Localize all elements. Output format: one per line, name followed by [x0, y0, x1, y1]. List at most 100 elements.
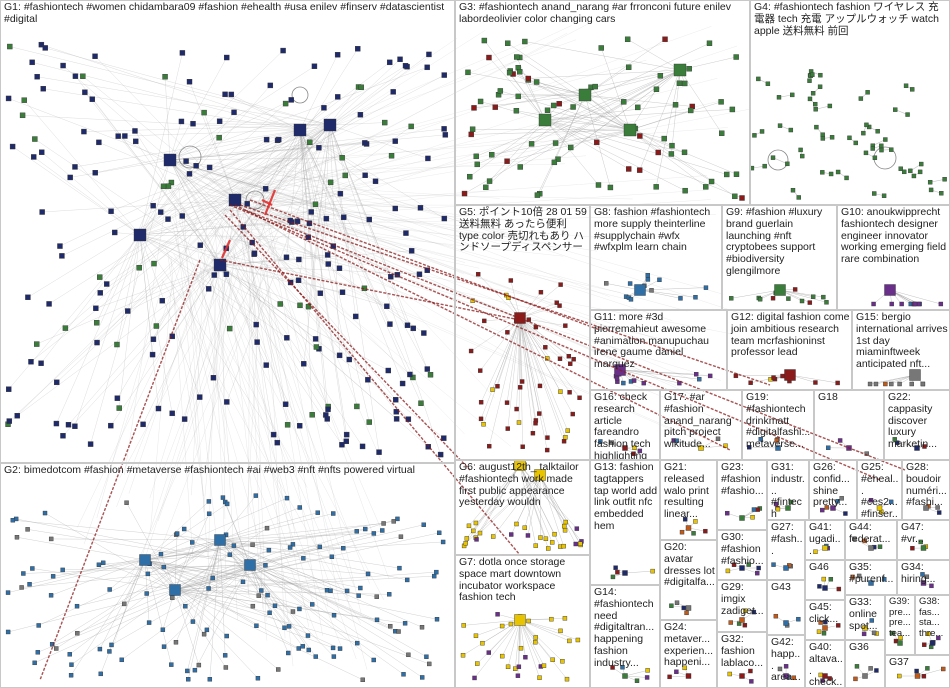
node-g1[interactable] [343, 438, 350, 445]
node-g1[interactable] [108, 208, 114, 214]
node-g6[interactable] [573, 541, 578, 547]
node-g8[interactable] [645, 277, 651, 282]
node-g1[interactable] [311, 63, 318, 69]
node-g4[interactable] [800, 153, 805, 159]
node-g7[interactable] [500, 653, 505, 659]
node-g1[interactable] [441, 215, 448, 222]
node-g5[interactable] [554, 300, 559, 305]
hub-node-g36[interactable] [862, 673, 868, 679]
node-g3[interactable] [552, 140, 559, 146]
node-g4[interactable] [863, 150, 869, 156]
node-g1[interactable] [382, 119, 388, 126]
node-g2[interactable] [401, 672, 406, 677]
node-g3[interactable] [733, 54, 739, 60]
node-g41[interactable] [813, 549, 818, 554]
node-g1[interactable] [92, 170, 98, 176]
node-g4[interactable] [759, 129, 765, 134]
node-g4[interactable] [905, 112, 910, 117]
node-g31[interactable] [773, 501, 779, 507]
hub-node-g15[interactable] [909, 369, 921, 381]
node-g5[interactable] [538, 289, 544, 295]
node-g1[interactable] [441, 72, 447, 78]
node-g31[interactable] [788, 499, 794, 505]
node-g3[interactable] [504, 158, 510, 164]
node-g2[interactable] [19, 585, 24, 590]
node-g2[interactable] [169, 662, 174, 667]
node-g11[interactable] [621, 380, 626, 386]
node-g4[interactable] [796, 195, 801, 200]
node-g2[interactable] [267, 610, 272, 616]
node-g42[interactable] [777, 666, 783, 672]
node-g3[interactable] [739, 195, 745, 201]
node-g3[interactable] [528, 141, 535, 147]
node-g2[interactable] [160, 627, 166, 632]
node-g2[interactable] [183, 603, 188, 609]
node-g4[interactable] [807, 96, 813, 102]
hub-node-g12[interactable] [784, 369, 796, 381]
node-g4[interactable] [883, 137, 888, 142]
node-g3[interactable] [733, 171, 740, 177]
node-g47[interactable] [910, 545, 915, 551]
node-g5[interactable] [508, 278, 514, 283]
node-g1[interactable] [441, 435, 447, 441]
node-g14[interactable] [610, 665, 615, 670]
node-g1[interactable] [421, 330, 427, 336]
node-g1[interactable] [312, 201, 319, 207]
node-g3[interactable] [635, 104, 641, 111]
node-g15[interactable] [920, 381, 926, 387]
node-g4[interactable] [770, 155, 776, 160]
node-g7[interactable] [499, 623, 505, 629]
node-g5[interactable] [544, 447, 550, 453]
hub-node-g3[interactable] [538, 113, 552, 127]
node-g2[interactable] [259, 588, 264, 593]
node-g5[interactable] [505, 426, 510, 431]
node-g39[interactable] [898, 635, 903, 641]
node-g2[interactable] [397, 565, 402, 571]
node-g1[interactable] [365, 377, 371, 383]
hub-node-g7[interactable] [514, 614, 526, 626]
node-g3[interactable] [636, 167, 643, 173]
node-g3[interactable] [607, 184, 614, 191]
node-g1[interactable] [140, 421, 146, 428]
node-g7[interactable] [526, 618, 531, 624]
node-g11[interactable] [707, 373, 713, 379]
node-g1[interactable] [336, 352, 343, 359]
node-g5[interactable] [504, 400, 510, 405]
node-g1[interactable] [418, 400, 424, 406]
node-g5[interactable] [537, 383, 543, 389]
node-g12[interactable] [748, 380, 753, 385]
node-g1[interactable] [362, 140, 368, 146]
node-g7[interactable] [558, 628, 563, 634]
node-g2[interactable] [358, 585, 363, 591]
node-g1[interactable] [25, 294, 31, 300]
node-g1[interactable] [277, 301, 283, 307]
node-g37[interactable] [914, 668, 919, 674]
node-g4[interactable] [844, 175, 849, 181]
node-g1[interactable] [343, 431, 350, 438]
node-g3[interactable] [686, 66, 692, 72]
hub-node-g29[interactable] [739, 617, 745, 623]
node-g1[interactable] [149, 351, 156, 358]
node-g5[interactable] [495, 384, 500, 389]
node-g1[interactable] [60, 62, 66, 69]
node-g1[interactable] [228, 91, 235, 98]
node-g2[interactable] [253, 493, 259, 498]
node-g3[interactable] [598, 45, 604, 51]
node-g30[interactable] [746, 562, 751, 567]
node-g3[interactable] [477, 98, 484, 105]
node-g21[interactable] [691, 531, 696, 536]
node-g2[interactable] [50, 574, 56, 579]
node-g2[interactable] [144, 591, 149, 596]
node-g2[interactable] [250, 603, 256, 609]
node-g2[interactable] [227, 552, 233, 557]
node-g4[interactable] [807, 78, 812, 83]
node-g10[interactable] [889, 301, 894, 307]
node-g29[interactable] [742, 622, 748, 628]
node-g2[interactable] [124, 500, 129, 505]
node-g9[interactable] [770, 296, 776, 301]
node-g1[interactable] [165, 216, 171, 222]
node-g1[interactable] [366, 419, 372, 425]
node-g4[interactable] [765, 81, 771, 86]
node-g1[interactable] [354, 403, 360, 410]
node-g2[interactable] [186, 677, 191, 682]
